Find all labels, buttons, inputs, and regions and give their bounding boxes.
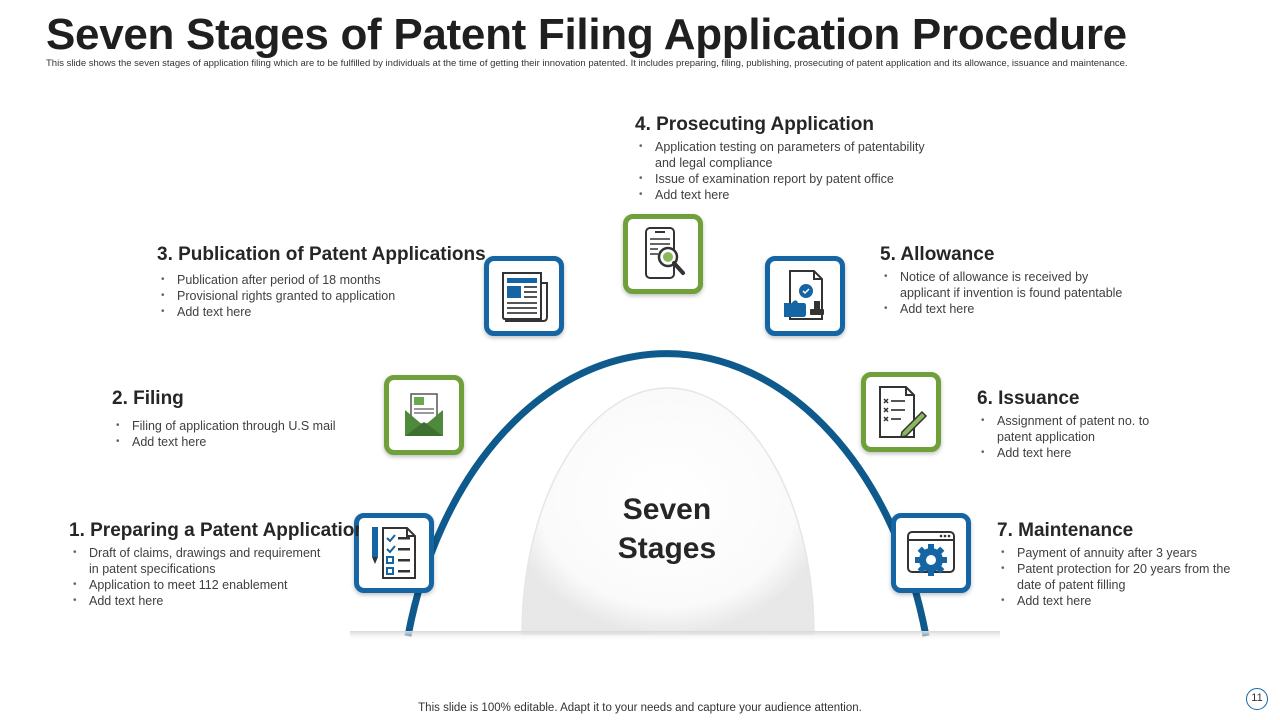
- newspaper-icon: [484, 256, 564, 336]
- stage-2-bullet: Add text here: [116, 434, 336, 450]
- center-dome: [521, 387, 815, 635]
- page-subtitle: This slide shows the seven stages of app…: [46, 58, 1128, 69]
- stage-6-title: 6. Issuance: [977, 388, 1080, 409]
- center-label: Seven Stages: [617, 493, 717, 565]
- stage-7-bullet: Add text here: [1001, 593, 1230, 609]
- arc-ring: [404, 350, 930, 637]
- envelope-icon: [384, 375, 464, 455]
- approval-icon: [765, 256, 845, 336]
- document-search-icon: [623, 214, 703, 294]
- stage-3-bullet: Provisional rights granted to applicatio…: [161, 288, 486, 304]
- stage-3-bullet: Add text here: [161, 304, 486, 320]
- stage-4-bullet: and legal compliance: [655, 156, 773, 170]
- stage-5-bullet: Notice of allowance is received by: [884, 269, 1122, 285]
- stage-4-bullet: Add text here: [639, 187, 925, 203]
- stage-4-bullet: Issue of examination report by patent of…: [639, 171, 925, 187]
- page-title: Seven Stages of Patent Filing Applicatio…: [46, 10, 1127, 59]
- stage-5-title: 5. Allowance: [880, 244, 995, 265]
- stage-5: 5. Allowance Notice of allowance is rece…: [880, 244, 1122, 317]
- stage-4-bullet: Application testing on parameters of pat…: [639, 139, 925, 155]
- page-number: 11: [1246, 688, 1268, 710]
- document-edit-icon: [861, 372, 941, 452]
- stage-1-bullet: Add text here: [73, 593, 359, 609]
- stage-6-bullet: Add text here: [981, 445, 1149, 461]
- stage-6: 6. Issuance Assignment of patent no. to …: [977, 388, 1149, 461]
- stage-7: 7. Maintenance Payment of annuity after …: [997, 520, 1230, 609]
- stage-4: 4. Prosecuting Application Application t…: [635, 114, 925, 203]
- stage-3-bullet: Publication after period of 18 months: [161, 272, 486, 288]
- stage-1: 1. Preparing a Patent Application Draft …: [69, 520, 359, 609]
- stage-1-title: 1. Preparing a Patent Application: [69, 520, 359, 541]
- stage-1-bullet: Application to meet 112 enablement: [73, 577, 359, 593]
- stage-7-bullet: date of patent filling: [1017, 578, 1126, 592]
- stage-1-bullet: Draft of claims, drawings and requiremen…: [73, 545, 359, 561]
- stage-4-title: 4. Prosecuting Application: [635, 114, 874, 135]
- stage-7-title: 7. Maintenance: [997, 520, 1134, 541]
- stage-2-bullet: Filing of application through U.S mail: [116, 418, 336, 434]
- stage-1-bullet: in patent specifications: [89, 562, 216, 576]
- floor-shadow: [350, 631, 1000, 641]
- stage-7-bullet: Patent protection for 20 years from the: [1001, 561, 1230, 577]
- stage-6-bullet: Assignment of patent no. to: [981, 413, 1149, 429]
- checklist-icon: [354, 513, 434, 593]
- footer-note: This slide is 100% editable. Adapt it to…: [418, 702, 862, 714]
- gear-window-icon: [891, 513, 971, 593]
- stage-3: 3. Publication of Patent Applications Pu…: [157, 244, 486, 320]
- stage-5-bullet: applicant if invention is found patentab…: [900, 286, 1123, 300]
- stage-2-title: 2. Filing: [112, 388, 184, 409]
- stage-7-bullet: Payment of annuity after 3 years: [1001, 545, 1230, 561]
- stage-2: 2. Filing Filing of application through …: [112, 388, 336, 450]
- stage-6-bullet: patent application: [997, 430, 1095, 444]
- stage-3-title: 3. Publication of Patent Applications: [157, 244, 486, 265]
- stage-5-bullet: Add text here: [884, 301, 1122, 317]
